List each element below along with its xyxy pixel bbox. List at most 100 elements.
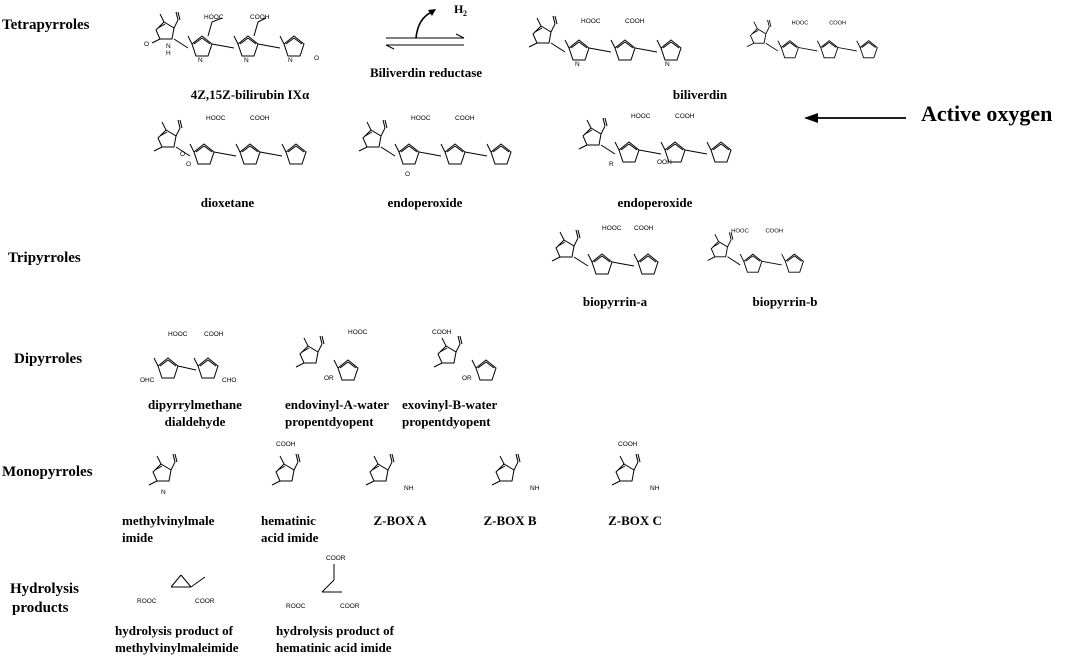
- dioxetane-label: dioxetane: [200, 195, 255, 210]
- endovinyl-structure: HOOC OR: [295, 329, 368, 382]
- endovinyl-label-line2: propentdyopent: [285, 414, 374, 429]
- dipyrrylmethane-label-line1: dipyrrylmethane: [148, 397, 242, 412]
- dipyrrylmethane-label: dipyrrylmethane dialdehyde: [130, 396, 260, 430]
- hooc-label: HOOC: [602, 225, 622, 232]
- hooc-label: HOOC: [168, 331, 188, 338]
- biliverdin-label: biliverdin: [672, 87, 728, 102]
- zbox-a-label: Z-BOX A: [373, 513, 427, 528]
- n-label: N: [288, 57, 293, 64]
- cooh-label: COOH: [455, 115, 475, 122]
- or-label: OR: [462, 375, 472, 382]
- hydrolysis-2-label-line1: hydrolysis product of: [276, 623, 394, 638]
- category-hydrolysis: Hydrolysis products: [10, 580, 79, 618]
- cooh-label: COOH: [276, 441, 296, 448]
- n-label: N: [198, 57, 203, 64]
- dioxetane-structure: HOOC COOH O O: [153, 115, 307, 168]
- cooh-label: COOH: [250, 14, 270, 21]
- hydrolysis-1-label-line2: methylvinylmaleimide: [115, 640, 239, 655]
- o-label: O: [144, 41, 149, 48]
- cooh-label: COOH: [765, 228, 783, 234]
- rooc-label: ROOC: [137, 598, 157, 605]
- h-label: H: [166, 50, 171, 57]
- hooc-label: HOOC: [731, 228, 749, 234]
- endovinyl-label-line1: endovinyl-A-water: [285, 397, 389, 412]
- hematinic-label-line2: acid imide: [261, 530, 319, 545]
- hematinic-acid-imide-structure: COOH: [271, 441, 301, 486]
- h2-label: H: [454, 2, 464, 16]
- h2-subscript: 2: [463, 9, 467, 18]
- bilirubin-label: 4Z,15Z-bilirubin IXα: [190, 87, 310, 102]
- biopyrrin-a-structure: HOOC COOH: [551, 225, 659, 275]
- hydrolysis-2-label: hydrolysis product of hematinic acid imi…: [276, 622, 394, 656]
- exovinyl-label-line1: exovinyl-B-water: [402, 397, 498, 412]
- endoperoxide-label-2: endoperoxide: [617, 195, 693, 210]
- dipyrrylmethane-label-line2: dialdehyde: [164, 414, 226, 429]
- hydrolysis-2-label-line2: hematinic acid imide: [276, 640, 392, 655]
- endoperoxide-label-1: endoperoxide: [387, 195, 463, 210]
- hematinic-label-line1: hematinic: [261, 513, 316, 528]
- nh2-label: NH: [530, 485, 540, 492]
- exovinyl-label: exovinyl-B-water propentdyopent: [402, 396, 497, 430]
- cooh-label: COOH: [634, 225, 654, 232]
- biopyrrin-a-label: biopyrrin-a: [582, 294, 648, 309]
- n-label: N: [166, 43, 171, 50]
- category-dipyrroles: Dipyrroles: [14, 351, 83, 367]
- category-monopyrroles: Monopyrroles: [2, 464, 93, 480]
- hematinic-acid-imide-label: hematinic acid imide: [261, 512, 318, 546]
- or-label: OR: [324, 375, 334, 382]
- exovinyl-structure: COOH OR: [432, 329, 497, 382]
- cooh-label: COOH: [204, 331, 224, 338]
- hydrolysis-1-label: hydrolysis product of methylvinylmaleimi…: [115, 622, 239, 656]
- cooh-label: COOH: [432, 329, 452, 336]
- zbox-c-structure: COOH NH: [611, 441, 660, 492]
- methylvinylmaleimide-label-line2: imide: [122, 530, 154, 545]
- hooc-label: HOOC: [581, 18, 601, 25]
- methylvinylmaleimide-label: methylvinylmale imide: [122, 512, 214, 546]
- nh2-label: NH: [650, 485, 660, 492]
- zbox-b-structure: NH: [491, 453, 540, 492]
- o-label: O: [180, 151, 185, 158]
- endoperoxide-structure-2: HOOC COOH R OOH: [578, 113, 732, 168]
- hooc-label: HOOC: [206, 115, 226, 122]
- cooh-label: COOH: [625, 18, 645, 25]
- biliverdin-reductase-label: Biliverdin reductase: [369, 65, 483, 80]
- cooh-label: COOH: [675, 113, 695, 120]
- coor-label: COOR: [340, 603, 360, 610]
- hooc-label: HOOC: [348, 329, 368, 336]
- dipyrrylmethane-structure: HOOC COOH OHC CHO: [140, 331, 236, 384]
- category-hydrolysis-line1: Hydrolysis: [10, 581, 79, 597]
- hydrolysis-1-label-line1: hydrolysis product of: [115, 623, 233, 638]
- active-oxygen-arrow: [804, 113, 906, 123]
- hydrolysis-2-structure: COOR ROOC COOR: [286, 555, 360, 610]
- zbox-c-label: Z-BOX C: [608, 513, 662, 528]
- hooc-label: HOOC: [411, 115, 431, 122]
- bilirubin-structure: HOOC COOH O N H N N N O: [144, 11, 319, 64]
- active-oxygen-label: Active oxygen: [921, 101, 1053, 126]
- category-tripyrroles: Tripyrroles: [8, 250, 81, 266]
- cooh-label: COOH: [250, 115, 270, 122]
- reduction-equilibrium-arrows: H 2: [385, 2, 467, 50]
- hooc-label: HOOC: [204, 14, 224, 21]
- r-label: R: [609, 161, 614, 168]
- o-label: O: [405, 171, 410, 178]
- hooc-label: HOOC: [631, 113, 651, 120]
- exovinyl-label-line2: propentdyopent: [402, 414, 491, 429]
- cooh-label: COOH: [829, 20, 846, 26]
- biliverdin-structure-2: HOOC COOH: [746, 19, 878, 59]
- coor-label: COOR: [195, 598, 215, 605]
- nh2-label: NH: [404, 485, 414, 492]
- ohc-label: OHC: [140, 377, 155, 384]
- hooc-label: HOOC: [792, 20, 809, 26]
- o-label: O: [314, 55, 319, 62]
- biopyrrin-b-label: biopyrrin-b: [752, 294, 818, 309]
- n-label: N: [575, 61, 580, 68]
- biliverdin-structure-1: HOOC COOH N N: [528, 15, 682, 68]
- n-label: N: [161, 489, 166, 496]
- cooh-label: COOH: [618, 441, 638, 448]
- coor-label: COOR: [326, 555, 346, 562]
- category-tetrapyrroles: Tetrapyrroles: [2, 17, 90, 33]
- zbox-b-label: Z-BOX B: [483, 513, 537, 528]
- methylvinylmaleimide-label-line1: methylvinylmale: [122, 513, 215, 528]
- n-label: N: [244, 57, 249, 64]
- cho-label: CHO: [222, 377, 236, 384]
